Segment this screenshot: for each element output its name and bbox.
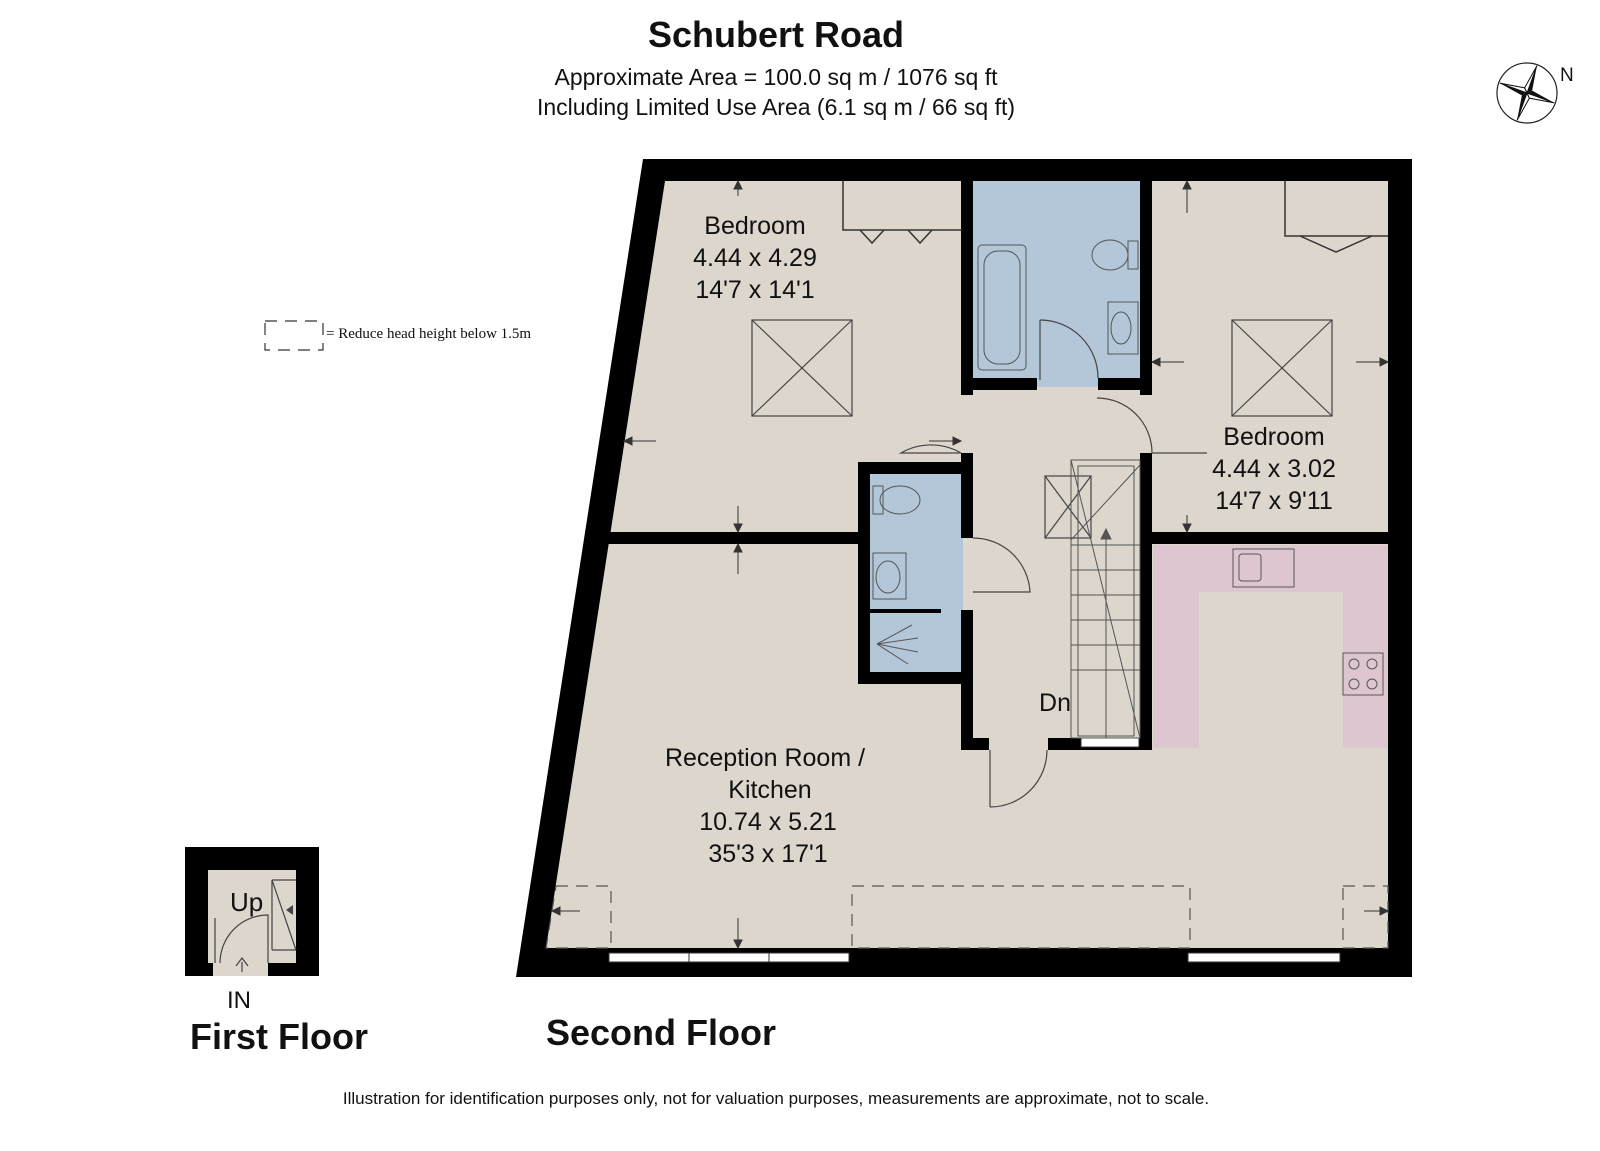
wardrobes: [842, 181, 1388, 253]
plan-title: Schubert Road: [647, 14, 905, 55]
entrance-label: IN: [227, 987, 251, 1014]
bedroom-2-imperial: 14'7 x 9'11: [1215, 487, 1333, 515]
reception-imperial: 35'3 x 17'1: [708, 840, 827, 868]
disclaimer: Illustration for identification purposes…: [342, 1089, 1210, 1108]
window-mullions: [688, 953, 770, 962]
bedroom-1-metric: 4.44 x 4.29: [693, 244, 817, 272]
limited-use-areas: [545, 885, 1389, 949]
bedroom-2-name: Bedroom: [1223, 423, 1324, 451]
bedroom-1-imperial: 14'7 x 14'1: [695, 276, 814, 304]
bedroom-2-metric: 4.44 x 3.02: [1212, 455, 1336, 483]
reception-name-line-1: Reception Room /: [665, 744, 865, 772]
reception-metric: 10.74 x 5.21: [699, 808, 837, 836]
bathroom-fixtures: [872, 239, 1384, 696]
limited-use-area: Including Limited Use Area (6.1 sq m / 6…: [536, 94, 1016, 120]
second-floor-interior: [546, 181, 1388, 948]
bedroom-1-name: Bedroom: [704, 212, 805, 240]
second-floor-label: Second Floor: [546, 1012, 777, 1053]
staircase: [1070, 459, 1141, 739]
first-floor-label: First Floor: [190, 1016, 368, 1057]
kitchen-units: [1153, 545, 1388, 748]
stairs-down-label: Dn: [1039, 689, 1071, 717]
stairs-up-label: Up: [230, 887, 263, 917]
doors: [898, 319, 1207, 808]
legend-text: = Reduce head height below 1.5m: [326, 326, 532, 342]
reception-name-line-2: Kitchen: [728, 776, 811, 804]
approximate-area: Approximate Area = 100.0 sq m / 1076 sq …: [554, 64, 998, 90]
compass-icon: N: [1496, 62, 1574, 124]
skylights: [751, 319, 1333, 539]
compass-north-label: N: [1560, 65, 1574, 86]
measurement-arrows: [550, 179, 1390, 950]
internal-walls: [608, 181, 1388, 750]
bathroom: [972, 181, 1140, 387]
windows: [608, 737, 1341, 963]
room-labels: Bedroom 4.44 x 4.29 14'7 x 14'1 Bedroom …: [665, 212, 1336, 868]
first-floor-plan: Up IN: [185, 847, 319, 1014]
legend-dashed-box-icon: [264, 320, 324, 351]
